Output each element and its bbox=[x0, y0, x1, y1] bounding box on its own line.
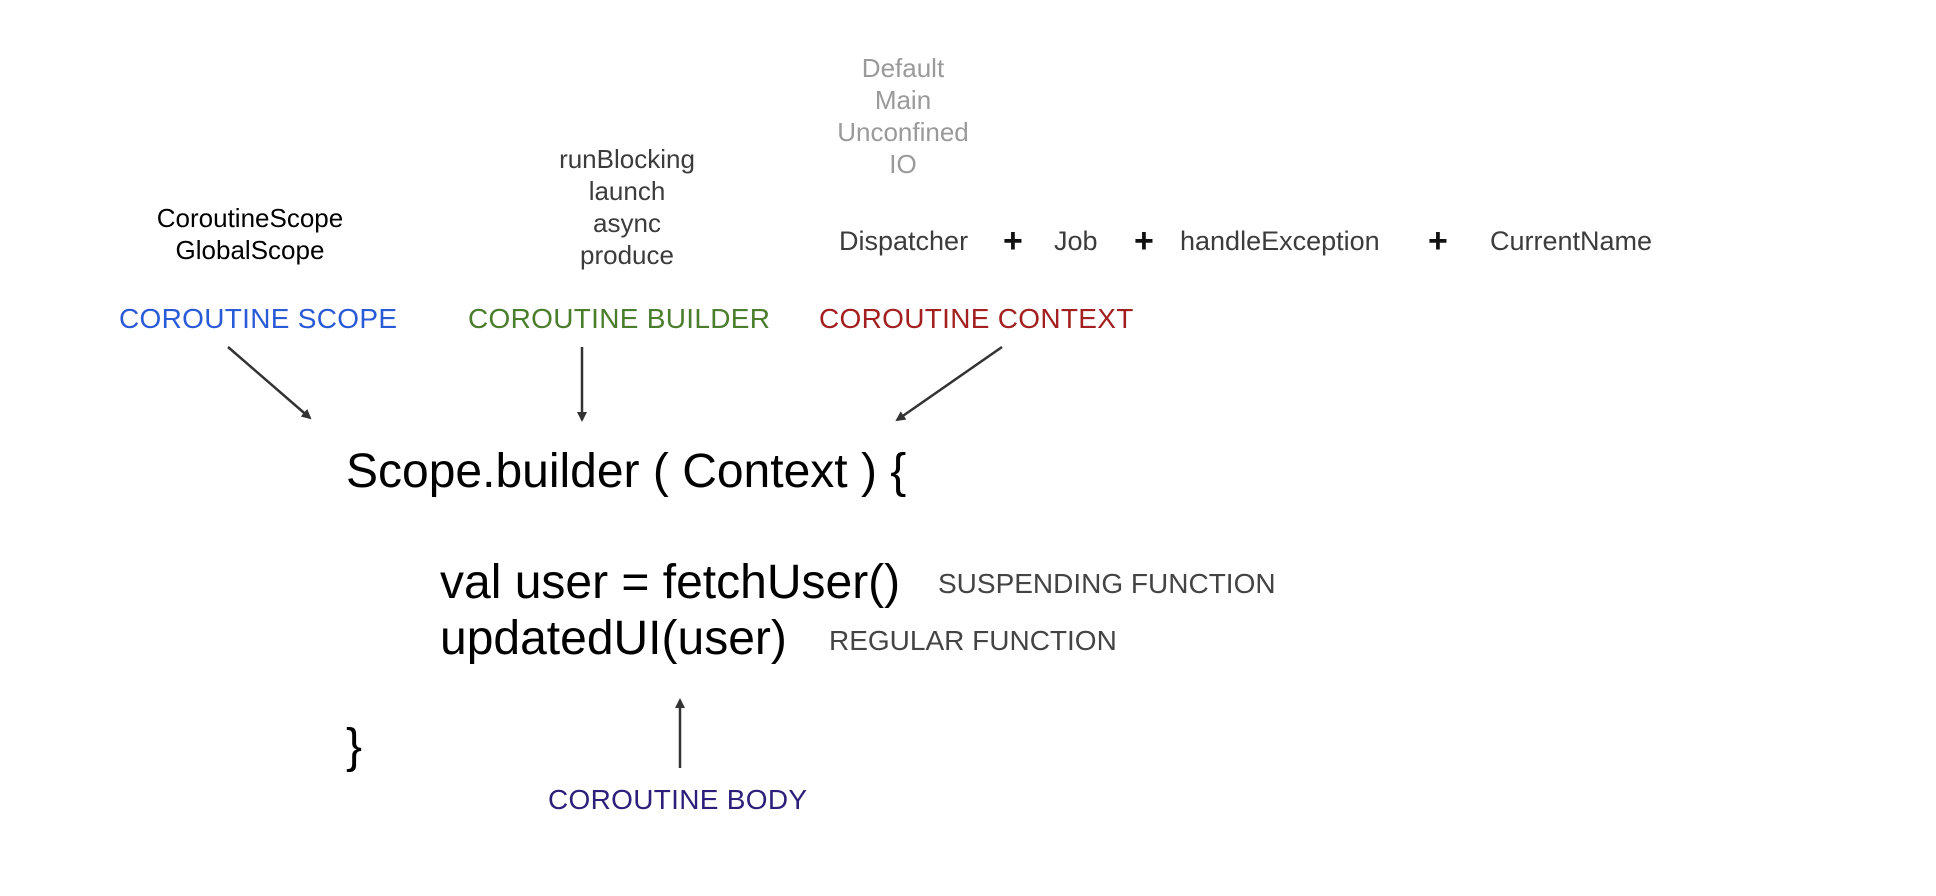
context-current-name: CurrentName bbox=[1490, 226, 1653, 256]
context-job: Job bbox=[1054, 226, 1098, 256]
dispatcher-example-io: IO bbox=[889, 149, 917, 179]
context-dispatcher: Dispatcher bbox=[839, 226, 969, 256]
builder-example-async: async bbox=[593, 208, 661, 238]
scope-example-globalscope: GlobalScope bbox=[175, 235, 325, 265]
dispatcher-example-unconfined: Unconfined bbox=[837, 117, 969, 147]
arrow-context bbox=[895, 345, 1003, 422]
label-suspending-function: SUSPENDING FUNCTION bbox=[938, 568, 1276, 599]
builder-example-runblocking: runBlocking bbox=[559, 144, 695, 174]
context-handle-exception: handleException bbox=[1180, 226, 1380, 256]
context-plus-1: + bbox=[1003, 222, 1023, 260]
category-coroutine-scope: COROUTINE SCOPE bbox=[119, 303, 398, 334]
builder-example-produce: produce bbox=[580, 240, 674, 270]
code-line-updated-ui: updatedUI(user) bbox=[440, 612, 787, 665]
context-plus-2: + bbox=[1134, 222, 1154, 260]
builder-examples: runBlocking launch async produce bbox=[527, 143, 727, 271]
arrow-scope bbox=[227, 346, 312, 420]
dispatcher-example-main: Main bbox=[874, 85, 932, 115]
scope-example-coroutinescope: CoroutineScope bbox=[156, 203, 344, 233]
dispatcher-examples: Default Main Unconfined IO bbox=[803, 52, 1003, 180]
code-line-scope-builder: Scope.builder ( Context ) { bbox=[346, 445, 907, 498]
context-plus-3: + bbox=[1428, 222, 1448, 260]
category-coroutine-context: COROUTINE CONTEXT bbox=[819, 303, 1134, 334]
builder-example-launch: launch bbox=[588, 176, 666, 206]
code-line-closing-brace: } bbox=[346, 720, 363, 773]
code-line-val-user: val user = fetchUser() bbox=[440, 556, 901, 609]
category-coroutine-builder: COROUTINE BUILDER bbox=[468, 303, 771, 334]
scope-examples: CoroutineScope GlobalScope bbox=[150, 202, 350, 266]
category-coroutine-body: COROUTINE BODY bbox=[548, 784, 808, 815]
label-regular-function: REGULAR FUNCTION bbox=[829, 625, 1117, 656]
dispatcher-example-default: Default bbox=[861, 53, 945, 83]
